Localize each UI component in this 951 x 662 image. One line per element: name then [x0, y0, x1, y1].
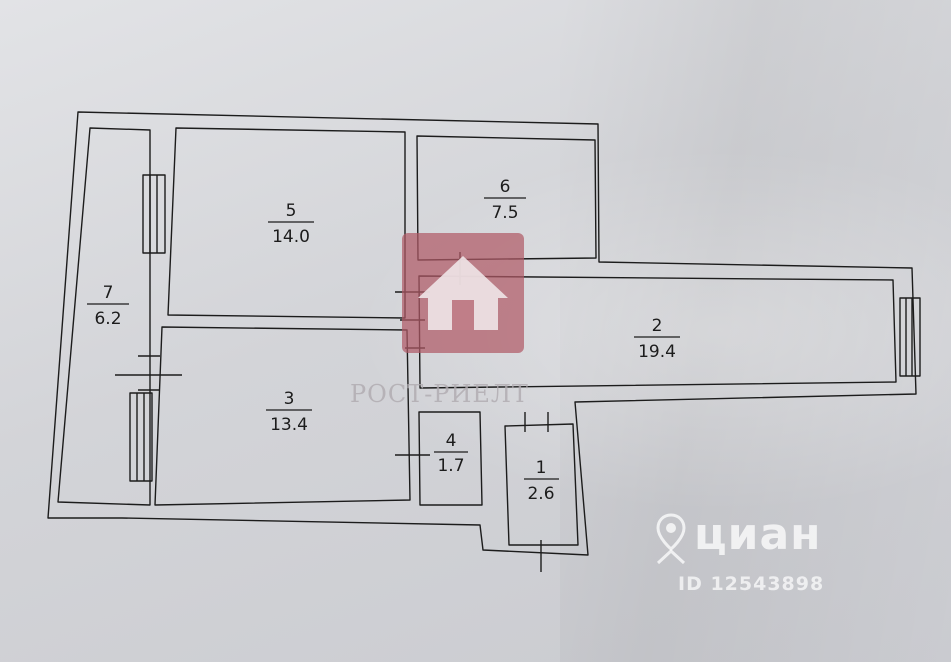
inner-wall [154, 326, 411, 506]
inner-wall [416, 135, 597, 261]
window [142, 174, 166, 254]
room-number: 5 [286, 201, 297, 221]
room-area: 1.7 [437, 456, 464, 476]
room-number: 7 [103, 283, 114, 303]
inner-wall [57, 127, 151, 506]
room-number: 6 [500, 177, 511, 197]
room-number: 4 [446, 431, 457, 451]
room-area: 6.2 [94, 309, 121, 329]
room-2: 2 19.4 [634, 316, 680, 362]
listing-id: ID 12543898 [678, 573, 825, 595]
location-pin-icon [656, 513, 686, 565]
house-logo-icon [402, 233, 524, 353]
agency-watermark: РОСТ-РИЕЛТ [350, 380, 529, 408]
room-4: 4 1.7 [434, 431, 468, 476]
room-1: 1 2.6 [524, 458, 559, 504]
room-area: 7.5 [491, 203, 518, 223]
room-number: 3 [284, 389, 295, 409]
room-7: 7 6.2 [87, 283, 129, 329]
cian-watermark: циан ID 12543898 [656, 505, 856, 605]
room-number: 1 [536, 458, 547, 478]
cian-logo-text: циан [694, 509, 822, 560]
room-number: 2 [652, 316, 663, 336]
room-5: 5 14.0 [268, 201, 314, 247]
window [129, 392, 153, 482]
outer-wall [47, 111, 917, 556]
room-3: 3 13.4 [266, 389, 312, 435]
inner-wall [167, 127, 406, 319]
room-6: 6 7.5 [484, 177, 526, 223]
room-area: 14.0 [272, 227, 310, 247]
room-area: 13.4 [270, 415, 308, 435]
window [899, 297, 921, 377]
inner-wall [504, 423, 579, 546]
inner-wall [418, 411, 483, 506]
reflection-shadow [560, 0, 951, 662]
room-area: 19.4 [638, 342, 676, 362]
room-area: 2.6 [527, 484, 554, 504]
